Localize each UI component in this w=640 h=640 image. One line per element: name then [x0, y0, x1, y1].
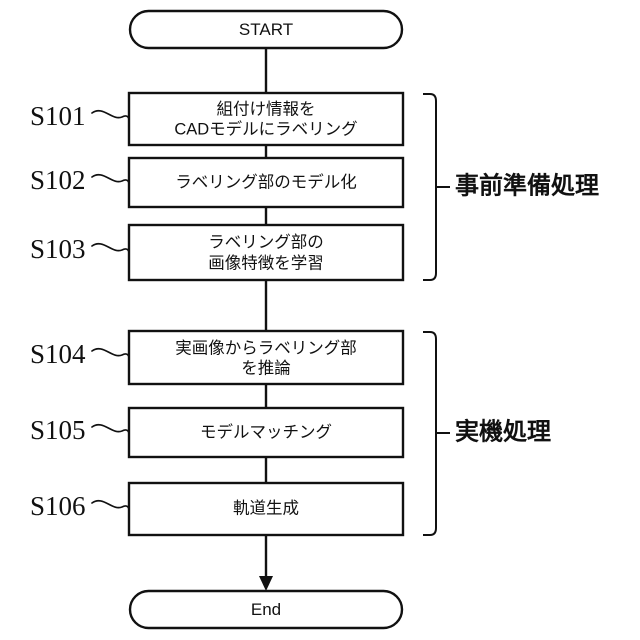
- step-s106: 軌道生成 S106: [30, 481, 405, 537]
- step-s101-box: [127, 91, 405, 147]
- step-s104-box: [127, 329, 405, 386]
- group-bracket-runtime-shape: [423, 331, 437, 536]
- step-s103: ラベリング部の 画像特徴を学習 S103: [30, 223, 405, 282]
- step-s103-text-line-2: 画像特徴を学習: [208, 253, 324, 272]
- step-s104-text-line-2: を推論: [241, 358, 291, 377]
- step-s101-id: S101: [30, 101, 86, 131]
- step-s106-id: S106: [30, 491, 86, 521]
- arrowhead-icon: [259, 576, 273, 591]
- step-s101: 組付け情報を CADモデルにラベリング S101: [30, 91, 405, 147]
- step-s105-text-line-1: モデルマッチング: [200, 421, 332, 441]
- step-s105-leader-squiggle: [91, 423, 130, 434]
- end-terminal-shape: [128, 589, 404, 630]
- step-s104-text-line-1: 実画像からラベリング部: [175, 338, 357, 357]
- step-s105: モデルマッチング S105: [30, 406, 405, 459]
- group-bracket-preparation: 事前準備処理: [423, 93, 599, 281]
- step-s106-text-line-1: 軌道生成: [233, 498, 299, 517]
- step-s103-text-line-1: ラベリング部の: [208, 232, 324, 251]
- step-s104-leader-squiggle: [91, 347, 130, 358]
- step-s102-text-line-1: ラベリング部のモデル化: [175, 171, 357, 191]
- end-terminal-label: End: [251, 600, 281, 619]
- step-s102: ラベリング部のモデル化 S102: [30, 156, 405, 209]
- step-s103-id: S103: [30, 234, 86, 264]
- step-s103-box: [127, 223, 405, 282]
- group-label-preparation: 事前準備処理: [455, 171, 599, 199]
- group-bracket-preparation-shape: [423, 93, 437, 281]
- start-terminal-label: START: [239, 20, 293, 39]
- group-bracket-runtime: 実機処理: [423, 331, 551, 536]
- step-s103-leader-squiggle: [91, 242, 130, 253]
- step-s102-id: S102: [30, 165, 86, 195]
- step-s101-leader-squiggle: [91, 109, 130, 120]
- end-terminal: End: [128, 589, 404, 630]
- step-s101-text-line-1: 組付け情報を: [217, 99, 316, 118]
- group-label-runtime: 実機処理: [455, 417, 551, 445]
- start-terminal: START: [128, 9, 404, 50]
- step-s102-leader-squiggle: [91, 173, 130, 184]
- step-s104-id: S104: [30, 339, 86, 369]
- step-s101-text-line-2: CADモデルにラベリング: [174, 118, 357, 138]
- step-s106-leader-squiggle: [91, 499, 130, 510]
- step-s105-id: S105: [30, 415, 86, 445]
- step-s104: 実画像からラベリング部 を推論 S104: [30, 329, 405, 386]
